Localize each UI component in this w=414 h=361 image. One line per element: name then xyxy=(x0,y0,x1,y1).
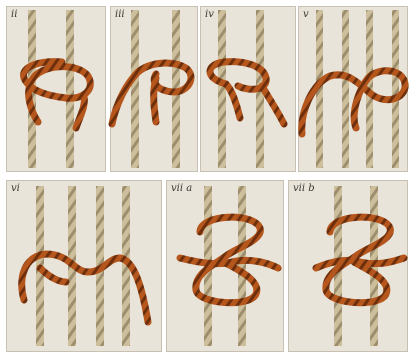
knot-iii xyxy=(112,10,191,168)
knot-v xyxy=(302,10,405,168)
knot-ii xyxy=(24,10,91,168)
standing-rope xyxy=(238,186,246,346)
standing-rope xyxy=(342,10,349,168)
knot-vi xyxy=(22,186,148,346)
working-rope xyxy=(262,86,284,124)
knot-iv xyxy=(210,10,284,168)
standing-rope xyxy=(66,10,74,168)
standing-rope xyxy=(392,10,399,168)
knot-vii-b xyxy=(316,186,404,346)
working-rope xyxy=(154,78,156,122)
standing-rope xyxy=(218,10,226,168)
standing-rope xyxy=(131,10,139,168)
knot-vii-a xyxy=(180,186,278,346)
